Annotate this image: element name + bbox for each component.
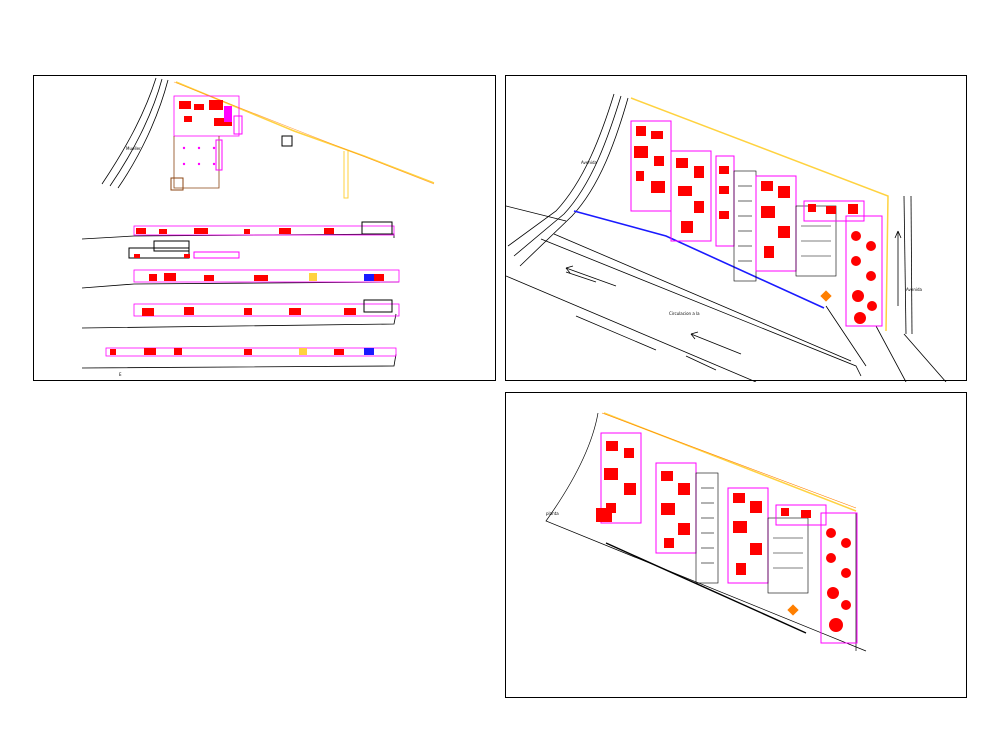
parking-lines <box>738 185 831 262</box>
elevation-2 <box>128 240 240 259</box>
road-lines <box>506 93 947 382</box>
site-plan-drawing: planta <box>545 412 867 652</box>
site-plan-roads-drawing: Avenida Avenida Circulacion a la <box>506 93 947 382</box>
blue-boundary <box>573 210 825 309</box>
site-label: Mueller <box>126 146 141 151</box>
building-cluster <box>170 95 349 199</box>
site-elevations-drawing: Mueller <box>81 77 435 377</box>
lower-boundary <box>605 542 807 634</box>
access-label: Circulacion a la <box>669 311 700 316</box>
elevation-3 <box>81 269 400 289</box>
elevation-4 <box>81 299 400 329</box>
drawing-sheet-site-plan: planta <box>505 392 967 698</box>
drawing-sheet-site-plan-roads: Avenida Avenida Circulacion a la <box>505 75 967 382</box>
property-line <box>630 97 889 332</box>
site-boundary <box>545 412 867 652</box>
scale-mark: E <box>119 372 122 377</box>
elevation-1 <box>81 221 395 240</box>
section-label: planta <box>546 511 559 516</box>
direction-arrows <box>565 230 902 355</box>
property-line <box>175 81 435 184</box>
road-lines <box>101 77 169 189</box>
parking-lines <box>701 487 803 569</box>
building-blocks <box>630 120 883 327</box>
building-blocks <box>596 432 858 644</box>
elevation-5 <box>81 347 397 369</box>
drawing-sheet-site-elevations: Mueller <box>33 75 496 381</box>
road-label-right: Avenida <box>906 287 923 292</box>
road-label-left: Avenida <box>581 160 598 165</box>
